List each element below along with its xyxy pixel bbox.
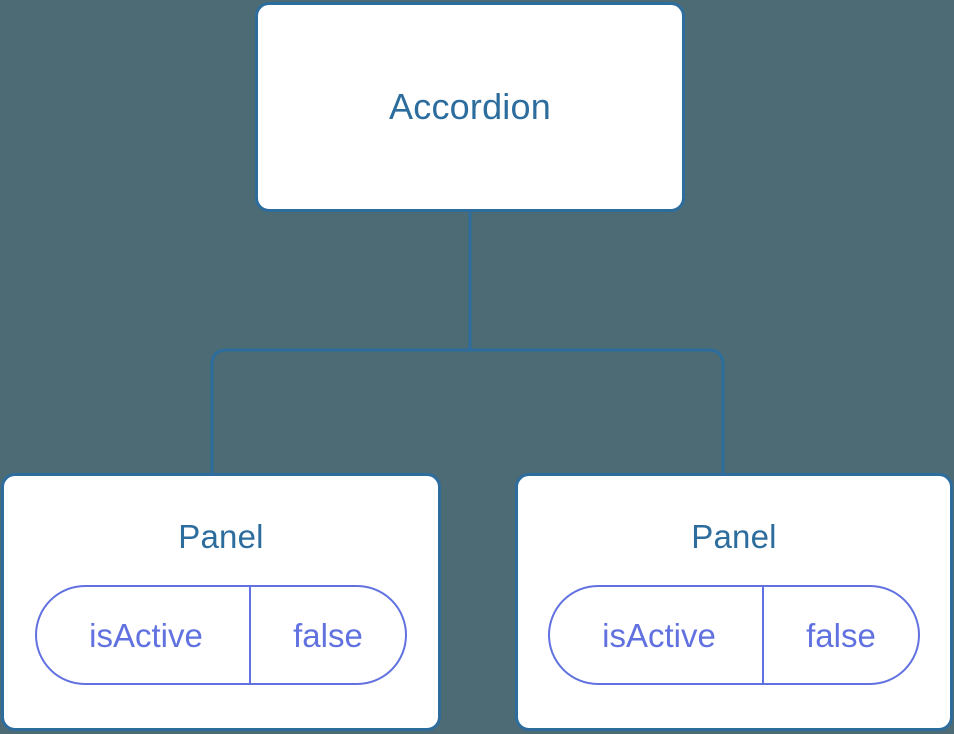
edge-branch-left bbox=[210, 348, 470, 476]
tree-node-panel-1[interactable]: Panel isActive false bbox=[515, 473, 953, 731]
state-pill-panel-1[interactable]: isActive false bbox=[548, 585, 920, 685]
node-label-accordion: Accordion bbox=[389, 86, 551, 127]
tree-node-accordion[interactable]: Accordion bbox=[255, 2, 685, 212]
edge-branch-right bbox=[470, 348, 725, 476]
state-value-panel-1: false bbox=[806, 616, 876, 654]
state-pill-panel-0[interactable]: isActive false bbox=[35, 585, 407, 685]
state-value-panel-0: false bbox=[293, 616, 363, 654]
state-key-panel-0: isActive bbox=[37, 587, 251, 683]
node-label-panel-1: Panel bbox=[691, 518, 777, 555]
state-key-panel-1: isActive bbox=[550, 587, 764, 683]
node-label-panel-0: Panel bbox=[178, 518, 264, 555]
tree-node-panel-0[interactable]: Panel isActive false bbox=[1, 473, 441, 731]
